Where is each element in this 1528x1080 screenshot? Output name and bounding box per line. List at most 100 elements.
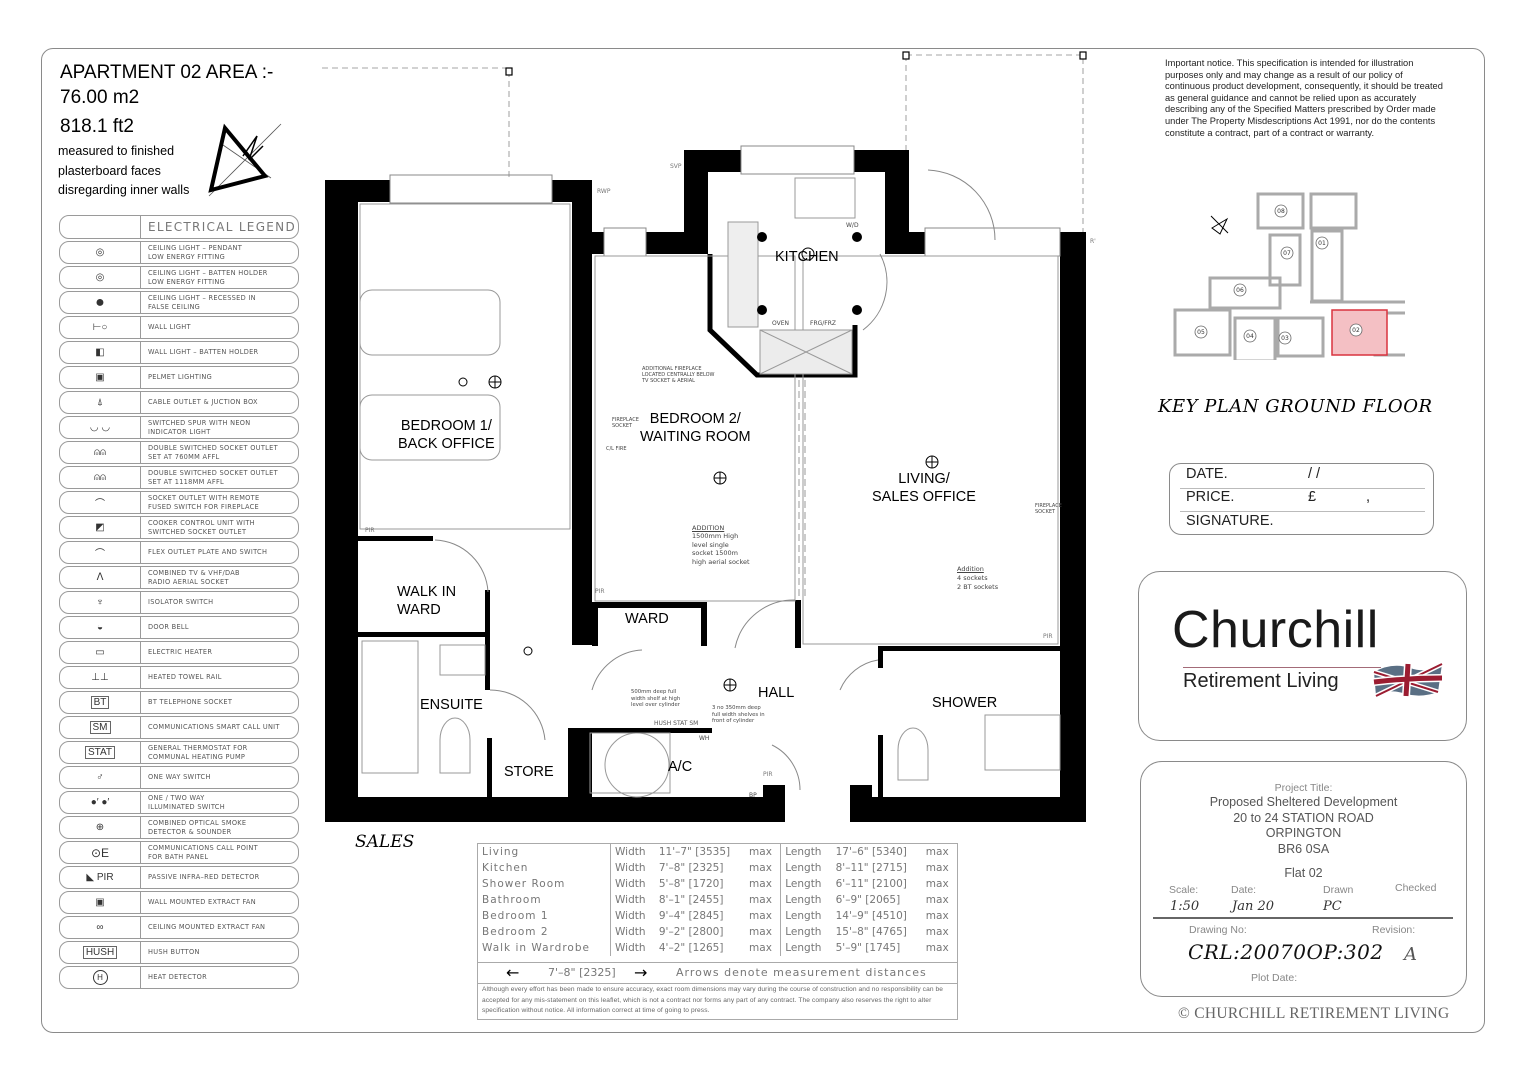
label-rwp: RWP — [597, 188, 611, 195]
scale-value: 1:50 — [1170, 899, 1200, 914]
legend-item-label: SWITCHED SPUR WITH NEON INDICATOR LIGHT — [148, 419, 251, 436]
note-living-addition-title: Addition — [957, 565, 984, 573]
call-point-icon: ⊙E — [60, 842, 141, 863]
apartment-area-m2: 76.00 m2 — [60, 87, 140, 108]
electric-heater-icon: ▭ — [60, 642, 141, 663]
ceiling-light-batten-icon: ◎ — [60, 267, 141, 288]
legend-item: ◧WALL LIGHT – BATTEN HOLDER — [59, 341, 299, 364]
legend-item-label: COMBINED OPTICAL SMOKE DETECTOR & SOUNDE… — [148, 819, 247, 836]
width-value: 7'–8" [2325] — [658, 862, 724, 874]
width-label: Width — [615, 926, 646, 938]
price-field[interactable]: PRICE. £ , — [1186, 489, 1421, 512]
note-cylinder-shelves: 3 no 350mm deep full width shelves in fr… — [712, 705, 765, 724]
arrows-legend-row: ← 7'–8" [2325] → Arrows denote measureme… — [478, 962, 957, 984]
one-way-switch-icon: ♂ — [60, 767, 141, 788]
date-separators: / / — [1308, 466, 1321, 482]
dimensions-disclaimer: Although every effort has been made to e… — [482, 986, 944, 1014]
legend-item-label: DOOR BELL — [148, 623, 189, 632]
length-label: Length — [785, 862, 822, 874]
project-title-label: Project Title: — [1274, 782, 1333, 794]
legend-item-label: ISOLATOR SWITCH — [148, 598, 214, 607]
note-line: measured to finished — [58, 144, 175, 158]
room-name: Living — [478, 844, 611, 860]
legend-item-label: ONE / TWO WAY ILLUMINATED SWITCH — [148, 794, 225, 811]
room-name: Bedroom 1 — [478, 908, 611, 924]
label-oven: OVEN — [772, 320, 790, 327]
room-name: Walk in Wardrobe — [478, 940, 611, 956]
drawn-value: PC — [1323, 899, 1342, 914]
width-value: 11'–7" [3535] — [658, 846, 731, 858]
legend-item: ▣WALL MOUNTED EXTRACT FAN — [59, 891, 299, 914]
ceiling-light-pendant-icon: ◎ — [60, 242, 141, 263]
svg-text:01: 01 — [1318, 240, 1326, 247]
legend-item-label: WALL LIGHT – BATTEN HOLDER — [148, 348, 259, 357]
room-label-store: STORE — [504, 764, 554, 780]
legend-item-label: PELMET LIGHTING — [148, 373, 212, 382]
label-pir: PIR — [365, 527, 375, 534]
legend-item-label: COMMUNICATIONS CALL POINT FOR BATH PANEL — [148, 844, 258, 861]
legend-item: ⊢○WALL LIGHT — [59, 316, 299, 339]
width-value: 9'–2" [2800] — [658, 926, 724, 938]
legend-item: ⊕ COMBINED OPTICAL SMOKE DETECTOR & SOUND… — [59, 816, 299, 839]
length-value: 14'–9" [4510] — [835, 910, 907, 922]
max-label: max — [745, 876, 782, 892]
max-label: max — [745, 844, 782, 860]
cable-outlet-icon: ⍋ — [60, 392, 141, 413]
length-value: 15'–8" [4765] — [835, 926, 907, 938]
legend-item-label: FLEX OUTLET PLATE AND SWITCH — [148, 548, 268, 557]
room-label-living: LIVING/ SALES OFFICE — [872, 471, 976, 505]
legend-item: ⍝⍝DOUBLE SWITCHED SOCKET OUTLET SET AT 1… — [59, 466, 299, 489]
legend-item-label: CEILING MOUNTED EXTRACT FAN — [148, 923, 266, 932]
legend-header: ELECTRICAL LEGEND — [59, 215, 299, 239]
double-socket-1118-icon: ⍝⍝ — [60, 467, 141, 488]
arrow-right-icon: → — [634, 963, 648, 982]
note-living-addition-text: 4 sockets 2 BT sockets — [957, 574, 999, 591]
length-value: 6'–11" [2100] — [835, 878, 907, 890]
svg-text:04: 04 — [1246, 333, 1254, 340]
apartment-area-ft2: 818.1 ft2 — [60, 116, 134, 137]
max-label: max — [925, 942, 949, 954]
room-name: Bedroom 2 — [478, 924, 611, 940]
max-label: max — [925, 926, 949, 938]
date-field[interactable]: DATE. / / — [1186, 466, 1421, 489]
legend-item: ⊙E COMMUNICATIONS CALL POINT FOR BATH PAN… — [59, 841, 299, 864]
legend-item-label: WALL MOUNTED EXTRACT FAN — [148, 898, 256, 907]
legend-item-label: SOCKET OUTLET WITH REMOTE FUSED SWITCH F… — [148, 494, 260, 511]
north-arrow-icon — [208, 123, 282, 197]
signature-field[interactable]: SIGNATURE. — [1186, 513, 1421, 536]
width-label: Width — [615, 894, 646, 906]
switched-spur-icon: ◡ ◡ — [60, 417, 141, 438]
logo-divider — [1183, 667, 1381, 668]
note-line: plasterboard faces — [58, 163, 161, 178]
label-fireplace-socket: FIREPLACE SOCKET — [1035, 503, 1062, 515]
heated-towel-rail-icon: ⊥⊥ — [60, 667, 141, 688]
legend-item-label: CEILING LIGHT – BATTEN HOLDER LOW ENERGY… — [148, 269, 268, 286]
length-label: Length — [785, 894, 822, 906]
legend-item-label: PASSIVE INFRA–RED DETECTOR — [148, 873, 260, 882]
svg-text:02: 02 — [1352, 327, 1360, 334]
width-label: Width — [615, 910, 646, 922]
max-label: max — [745, 940, 782, 956]
label-frg-frz: FRG/FRZ — [810, 320, 837, 327]
flat-number: Flat 02 — [1284, 866, 1323, 880]
legend-item-label: COOKER CONTROL UNIT WITH SWITCHED SOCKET… — [148, 519, 255, 536]
legend-item-label: CEILING LIGHT – PENDANT LOW ENERGY FITTI… — [148, 244, 243, 261]
apartment-title: APARTMENT 02 AREA :- — [60, 62, 274, 83]
smoke-detector-icon: ⊕ — [60, 817, 141, 838]
project-postcode: BR6 0SA — [1277, 841, 1330, 856]
legend-item: ▭ELECTRIC HEATER — [59, 641, 299, 664]
area-measurement-note: measured to finished plasterboard faces … — [58, 142, 189, 201]
width-label: Width — [615, 942, 646, 954]
date-label: DATE. — [1186, 466, 1228, 482]
title-block-divider — [1153, 917, 1453, 919]
door-bell-icon: ◒ — [60, 617, 141, 638]
length-value: 5'–9" [1745] — [835, 942, 901, 954]
note-cylinder-shelf: 500mm deep full width shelf at high leve… — [631, 689, 681, 708]
legend-item: ◎ CEILING LIGHT – PENDANT LOW ENERGY FITT… — [59, 241, 299, 264]
